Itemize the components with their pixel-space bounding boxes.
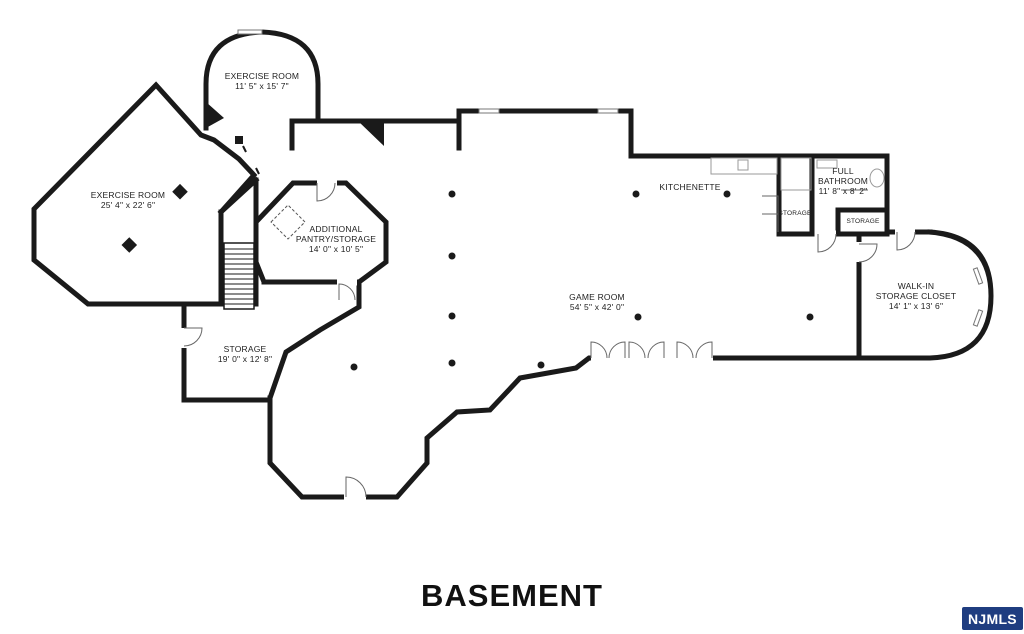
stairs bbox=[223, 242, 255, 310]
room-storage-small-1: STORAGE bbox=[778, 210, 811, 218]
watermark-badge: NJMLS bbox=[962, 607, 1023, 630]
toilet-icon bbox=[869, 168, 885, 188]
room-pantry-size: 14' 0" x 10' 5" bbox=[308, 244, 364, 254]
room-kitchenette-name: KITCHENETTE bbox=[659, 182, 721, 192]
shower-icon bbox=[780, 157, 812, 191]
room-storage-small-2-name: STORAGE bbox=[846, 218, 880, 225]
sink-icon bbox=[737, 159, 749, 171]
room-walk-in-name-1: WALK-IN bbox=[897, 281, 935, 291]
room-walk-in-name-2: STORAGE CLOSET bbox=[875, 291, 957, 301]
room-exercise-left-name: EXERCISE ROOM bbox=[90, 190, 166, 200]
room-storage-small-1-name: STORAGE bbox=[778, 210, 812, 217]
room-game-room-size: 54' 5" x 42' 0" bbox=[569, 302, 625, 312]
room-full-bathroom-name-1: FULL bbox=[832, 166, 854, 176]
room-game-room: GAME ROOM 54' 5" x 42' 0" bbox=[569, 292, 625, 312]
room-pantry-name-1: ADDITIONAL bbox=[309, 224, 363, 234]
stair-walls bbox=[217, 176, 260, 307]
bathroom-walls bbox=[776, 153, 890, 237]
room-game-room-name: GAME ROOM bbox=[569, 292, 625, 302]
room-walk-in-size: 14' 1" x 13' 6" bbox=[888, 301, 944, 311]
room-exercise-upper-name: EXERCISE ROOM bbox=[224, 71, 300, 81]
room-storage-left: STORAGE 19' 0" x 12' 8" bbox=[218, 344, 272, 364]
room-walk-in: WALK-IN STORAGE CLOSET 14' 1" x 13' 6" bbox=[876, 281, 957, 311]
vanity-icon bbox=[816, 159, 838, 169]
walk-in-closet-walls bbox=[267, 229, 994, 500]
room-exercise-left-size: 25' 4" x 22' 6" bbox=[100, 200, 156, 210]
room-full-bathroom-size: 11' 8" x 8' 2" bbox=[818, 186, 868, 196]
corner-fill-1 bbox=[206, 102, 224, 128]
windows bbox=[237, 29, 984, 327]
room-storage-left-size: 19' 0" x 12' 8" bbox=[217, 354, 273, 364]
room-storage-left-name: STORAGE bbox=[223, 344, 267, 354]
corner-fill-2 bbox=[358, 121, 384, 146]
columns bbox=[121, 136, 814, 371]
room-pantry-name-2: PANTRY/STORAGE bbox=[295, 234, 377, 244]
pantry-shelf bbox=[270, 204, 306, 240]
floor-title: BASEMENT bbox=[421, 578, 603, 613]
openings bbox=[242, 145, 260, 175]
room-exercise-upper: EXERCISE ROOM 11' 5" x 15' 7" bbox=[225, 71, 299, 91]
room-full-bathroom: FULL BATHROOM 11' 8" x 8' 2" bbox=[818, 166, 868, 196]
doors bbox=[180, 179, 916, 501]
room-exercise-left: EXERCISE ROOM 25' 4" x 22' 6" bbox=[91, 190, 165, 210]
room-kitchenette: KITCHENETTE bbox=[659, 182, 720, 192]
room-pantry: ADDITIONAL PANTRY/STORAGE 14' 0" x 10' 5… bbox=[296, 224, 376, 254]
room-exercise-upper-size: 11' 5" x 15' 7" bbox=[235, 81, 289, 91]
kitchenette-counter bbox=[710, 157, 778, 175]
room-storage-small-2: STORAGE bbox=[846, 218, 879, 226]
storage-left-walls bbox=[181, 279, 362, 403]
room-full-bathroom-name-2: BATHROOM bbox=[817, 176, 869, 186]
